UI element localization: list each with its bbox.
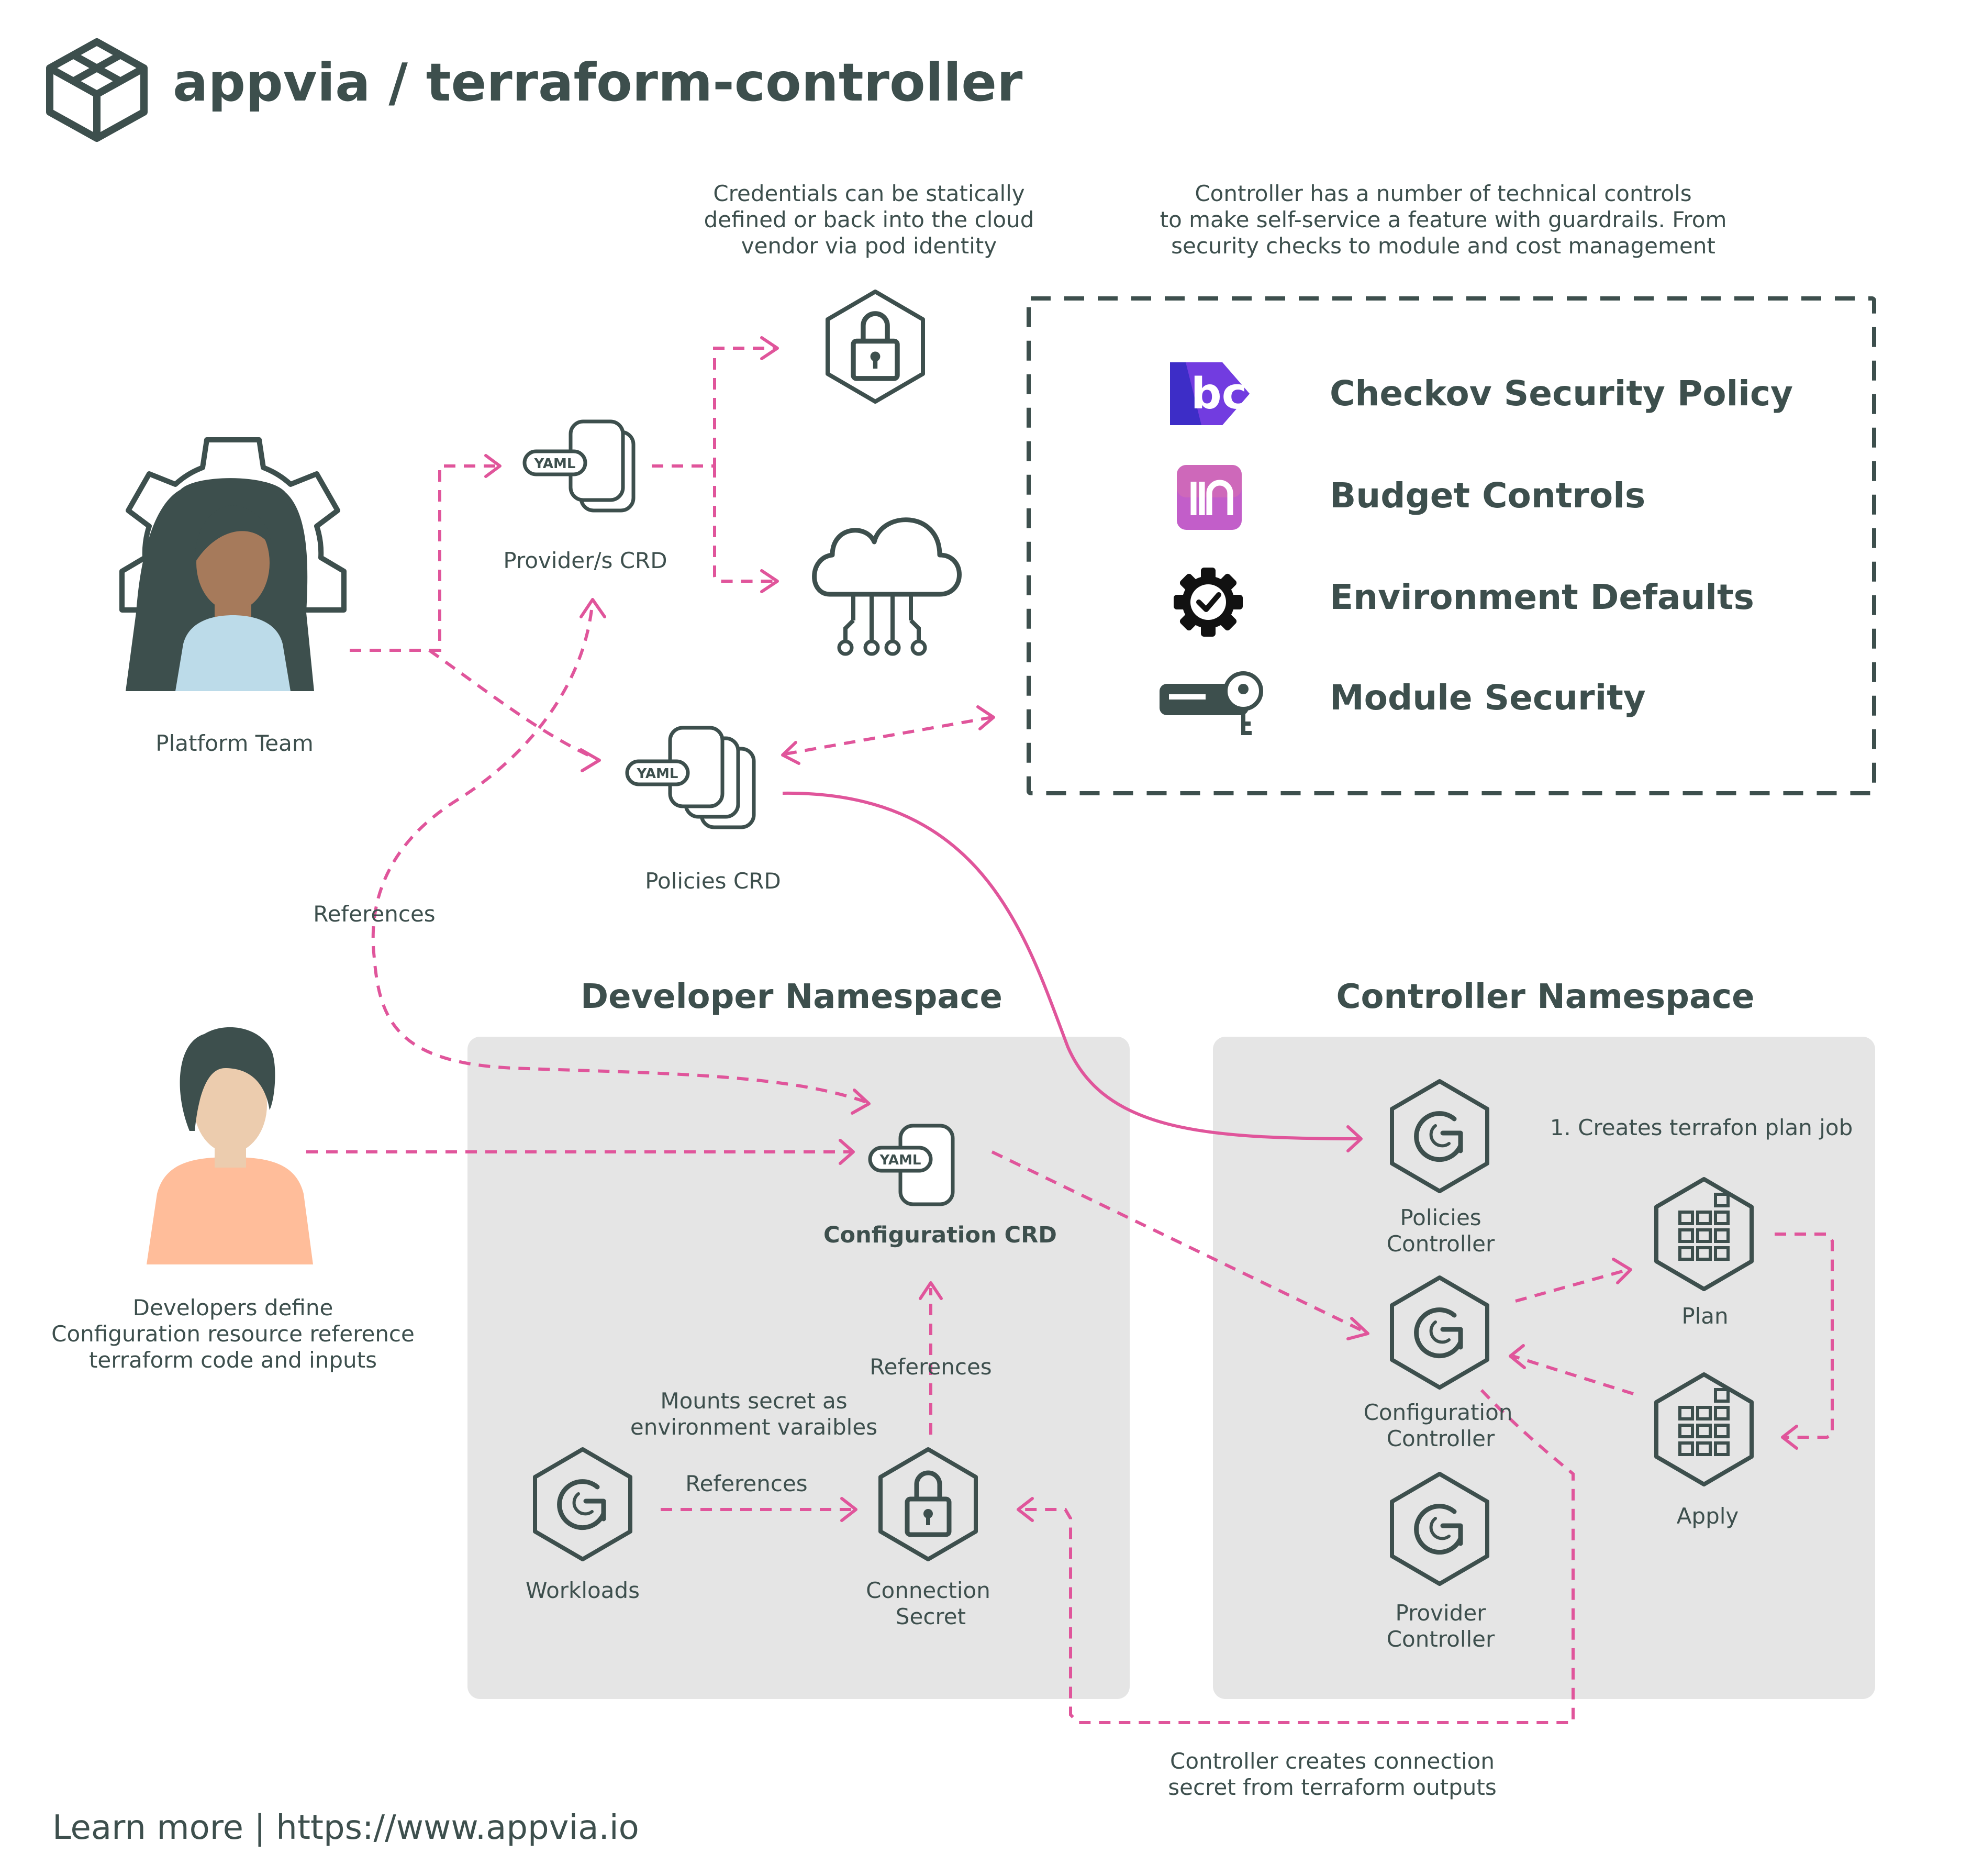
yaml-tag: YAML xyxy=(879,1152,921,1168)
provider-crd-icon: YAML xyxy=(522,421,633,510)
page-title: appvia / terraform-controller xyxy=(173,52,1023,113)
provider-crd-label: Provider/s CRD xyxy=(503,548,667,573)
policies-controller-label-line: Controller xyxy=(1387,1231,1495,1257)
platform-team-avatar xyxy=(119,437,347,691)
developer-namespace-title: Developer Namespace xyxy=(581,978,1002,1016)
configuration-crd-label: Configuration CRD xyxy=(823,1222,1057,1248)
developers-note-line: terraform code and inputs xyxy=(89,1347,377,1373)
references-secret-label: References xyxy=(685,1471,807,1496)
apply-label: Apply xyxy=(1677,1503,1739,1529)
mounts-note: Mounts secret as environment varaibles xyxy=(630,1388,877,1440)
developer-namespace-panel xyxy=(467,1037,1130,1699)
controller-namespace-panel xyxy=(1213,1037,1875,1699)
guardrails-box xyxy=(1027,296,1876,795)
mounts-note-line: Mounts secret as xyxy=(660,1388,847,1414)
policies-controller-label-line: Policies xyxy=(1400,1205,1481,1230)
configuration-controller-label-line: Controller xyxy=(1387,1426,1495,1451)
controls-note-line: Controller has a number of technical con… xyxy=(1195,181,1691,206)
mounts-note-line: environment varaibles xyxy=(630,1414,877,1440)
workloads-label: Workloads xyxy=(526,1578,640,1603)
guardrail-checkov-label: Checkov Security Policy xyxy=(1330,373,1793,414)
footer-link[interactable]: Learn more | https://www.appvia.io xyxy=(52,1808,639,1847)
guardrail-defaults-label: Environment Defaults xyxy=(1330,577,1754,617)
connection-secret-label-line: Connection xyxy=(866,1578,990,1603)
secret-outputs-note: Controller creates connection secret fro… xyxy=(1168,1748,1496,1800)
controller-namespace-title: Controller Namespace xyxy=(1336,978,1754,1016)
developers-note-line: Developers define xyxy=(133,1295,333,1320)
cloud-icon xyxy=(812,517,962,656)
controls-note: Controller has a number of technical con… xyxy=(1160,181,1727,259)
configuration-crd-icon: YAML xyxy=(868,1126,953,1204)
developers-note: Developers define Configuration resource… xyxy=(51,1295,415,1373)
credentials-note-line: Credentials can be statically xyxy=(713,181,1024,206)
guardrail-budget-label: Budget Controls xyxy=(1330,475,1645,516)
appvia-logo-icon xyxy=(46,38,148,142)
connection-secret-label-line: Secret xyxy=(896,1604,966,1629)
policies-crd-icon: YAML xyxy=(625,728,754,827)
credentials-lock-icon xyxy=(828,292,923,402)
credentials-note-line: vendor via pod identity xyxy=(741,233,997,259)
provider-controller-label-line: Provider xyxy=(1396,1600,1487,1626)
plan-label: Plan xyxy=(1681,1303,1728,1329)
policies-crd-label: Policies CRD xyxy=(645,868,781,894)
guardrail-module-label: Module Security xyxy=(1330,678,1646,718)
infracost-logo-icon xyxy=(1177,465,1242,530)
controls-note-line: security checks to module and cost manag… xyxy=(1171,233,1715,259)
yaml-tag: YAML xyxy=(637,766,678,782)
references-up-label: References xyxy=(870,1354,991,1380)
references-left-label: References xyxy=(313,901,435,927)
developer-avatar xyxy=(147,1027,313,1264)
credentials-note: Credentials can be statically defined or… xyxy=(704,181,1034,259)
developers-note-line: Configuration resource reference xyxy=(51,1321,415,1347)
provider-controller-label-line: Controller xyxy=(1387,1626,1495,1652)
secret-outputs-note-line: secret from terraform outputs xyxy=(1168,1774,1496,1800)
checkov-logo-text: bc xyxy=(1191,369,1247,419)
platform-team-label: Platform Team xyxy=(155,730,314,756)
connectors xyxy=(306,336,1834,1724)
credentials-note-line: defined or back into the cloud xyxy=(704,207,1034,232)
gear-check-icon xyxy=(1174,568,1243,637)
secret-outputs-note-line: Controller creates connection xyxy=(1170,1748,1495,1774)
creates-plan-label: 1. Creates terrafon plan job xyxy=(1550,1115,1853,1140)
checkov-logo-icon: bc xyxy=(1170,362,1250,425)
configuration-controller-label-line: Configuration xyxy=(1364,1400,1513,1425)
controls-note-line: to make self-service a feature with guar… xyxy=(1160,207,1727,232)
server-key-icon xyxy=(1160,671,1263,735)
yaml-tag: YAML xyxy=(534,456,576,472)
